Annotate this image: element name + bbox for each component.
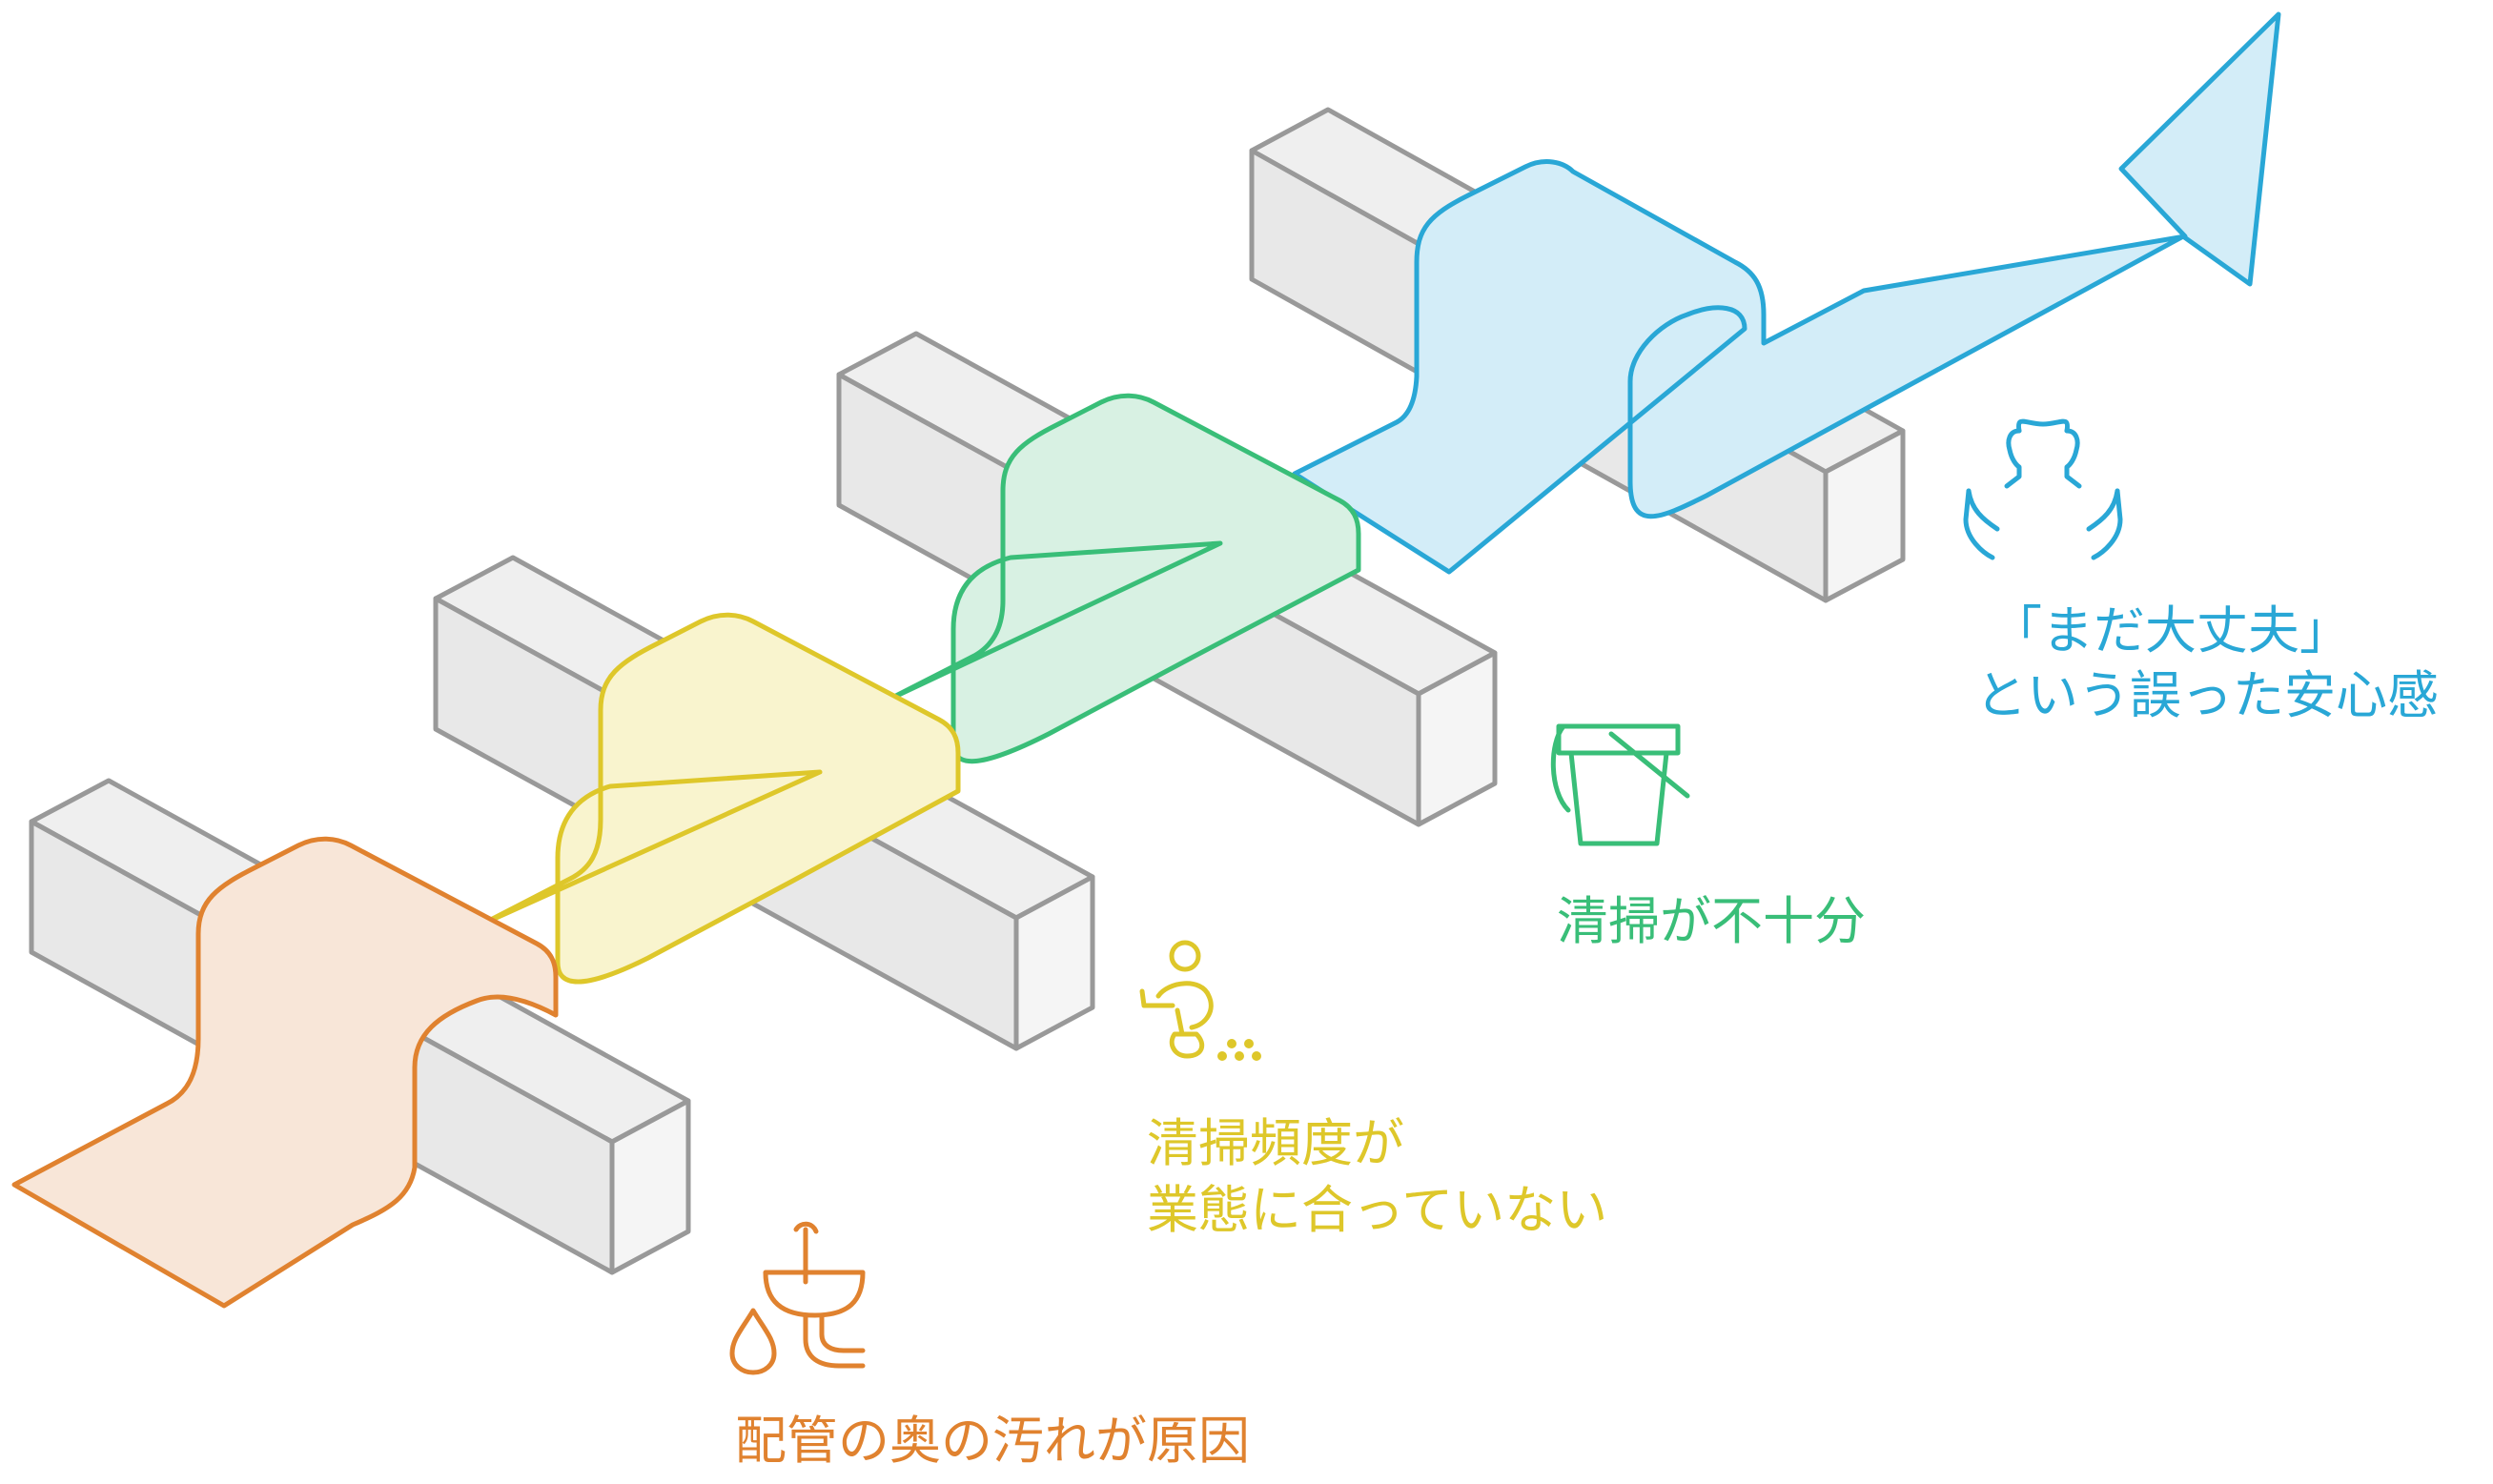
bucket-icon (1550, 723, 1690, 846)
ribbon-step-3 (884, 393, 1361, 764)
step-4-label-line-2: という誤った安心感 (1975, 665, 2439, 725)
step-2-label-line-2: 業態に合っていない (1147, 1180, 1607, 1240)
ribbon-step-1 (11, 836, 559, 1309)
step-2-label-line-1: 清掃頻度が (1147, 1113, 1404, 1173)
person-hands-icon (1963, 418, 2123, 560)
step-1-label: 配管の奥の汚れが原因 (735, 1411, 1250, 1471)
ribbon-step-2 (479, 612, 961, 985)
person-sweeping-icon (1139, 940, 1261, 1061)
ribbon-step-4 (1292, 11, 2281, 575)
sink-drain-icon (729, 1221, 866, 1375)
step-3-label: 清掃が不十分 (1557, 891, 1866, 951)
step-4-label-line-1: 「まだ大丈夫」 (1991, 600, 2351, 661)
